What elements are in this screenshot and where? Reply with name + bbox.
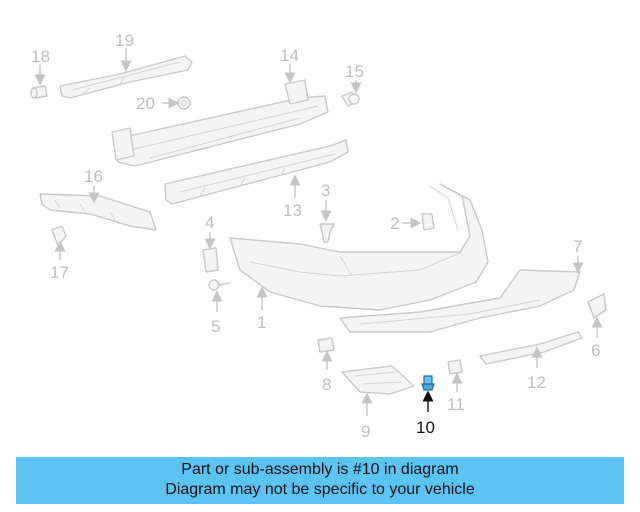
part-16-side-bracket — [39, 193, 157, 231]
callout-9: 9 — [361, 422, 370, 441]
part-15-bolt — [341, 91, 360, 107]
part-7-lower-valance — [339, 269, 581, 333]
part-12-molding — [479, 331, 583, 365]
callout-6: 6 — [591, 341, 600, 360]
callout-17: 17 — [50, 263, 69, 282]
callout-1: 1 — [257, 313, 266, 332]
callout-labels: 18 19 20 14 15 13 16 17 3 2 4 5 1 7 6 12… — [31, 31, 600, 441]
callout-11: 11 — [447, 395, 465, 414]
part-13-absorber — [164, 139, 349, 205]
callout-3: 3 — [321, 181, 330, 200]
part-17-clip — [51, 225, 67, 247]
callout-16: 16 — [84, 167, 103, 186]
part-6-bracket — [587, 293, 607, 319]
callout-20: 20 — [136, 94, 155, 113]
callout-8: 8 — [322, 375, 331, 394]
callout-14: 14 — [280, 46, 299, 65]
info-banner: Part or sub-assembly is #10 in diagram D… — [16, 457, 624, 504]
part-8-clip — [317, 337, 335, 353]
callout-5: 5 — [211, 317, 220, 336]
callout-12: 12 — [527, 373, 546, 392]
banner-line-2: Diagram may not be specific to your vehi… — [165, 481, 475, 498]
part-18-plug — [30, 85, 48, 99]
part-20-nut — [177, 96, 191, 110]
part-14-reinforcement — [111, 79, 329, 167]
callout-7: 7 — [573, 237, 582, 256]
part-11-clip — [447, 359, 463, 375]
parts-diagram: 18 19 20 14 15 13 16 17 3 2 4 5 1 7 6 12… — [30, 31, 607, 441]
part-9-lower-cover — [341, 365, 415, 395]
part-2-side-clip — [421, 213, 435, 231]
part-19-bracket — [59, 55, 193, 99]
banner-line-1: Part or sub-assembly is #10 in diagram — [181, 461, 459, 478]
callout-10: 10 — [416, 418, 435, 437]
part-3-push-clip — [319, 223, 335, 243]
part-4-retainer — [202, 247, 219, 273]
callout-4: 4 — [205, 213, 214, 232]
part-10-fastener — [421, 375, 435, 391]
callout-15: 15 — [345, 62, 364, 81]
part-1-bumper-cover — [229, 183, 489, 311]
callout-19: 19 — [115, 31, 134, 50]
part-5-screw — [208, 279, 231, 291]
callout-2: 2 — [390, 214, 399, 233]
callout-13: 13 — [283, 201, 302, 220]
callout-18: 18 — [31, 47, 50, 66]
leader-lines — [34, 48, 603, 416]
